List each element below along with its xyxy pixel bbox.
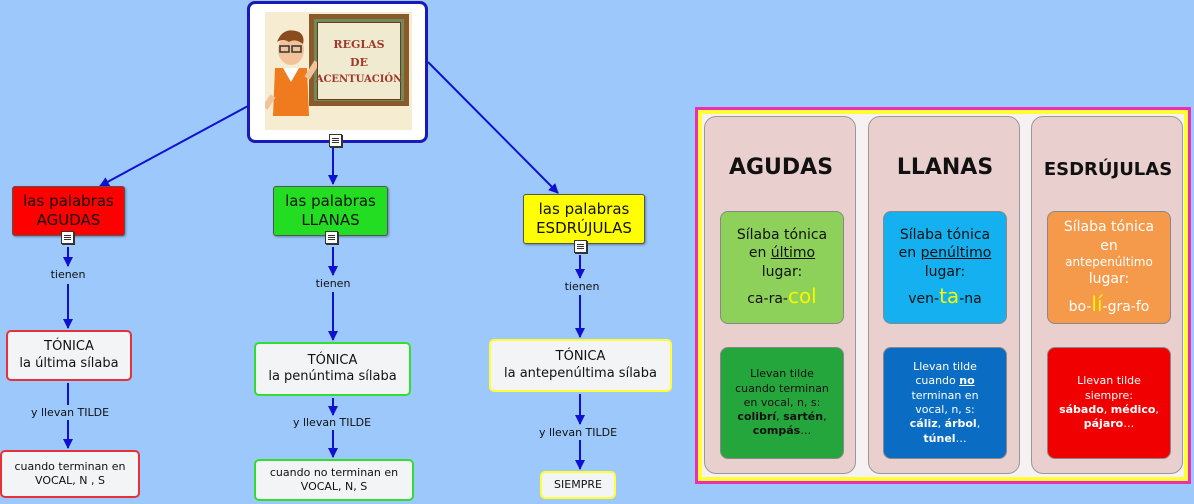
tonica-card: Sílaba tónica en penúltimo lugar: ven-ta… [883,211,1007,324]
node-tonica-agudas[interactable]: TÓNICA la última sílaba [6,330,132,381]
column-title: ESDRÚJULAS [1032,159,1184,180]
link-root-esdrujulas [428,62,558,193]
resource-icon[interactable] [61,231,74,244]
tilde-card: Llevan tilde cuando no terminan en vocal… [883,347,1007,459]
link-root-agudas [100,106,248,186]
summary-panel: AGUDAS Sílaba tónica en último lugar: ca… [695,107,1191,484]
board-text: REGLAS DE ACENTUACIÓN [317,22,401,100]
node-cond-esdrujulas[interactable]: SIEMPRE [540,471,616,499]
link-label-tienen: tienen [565,280,600,293]
summary-column-esdrujulas: ESDRÚJULAS Sílaba tónica en antepenúltim… [1031,116,1183,474]
summary-column-llanas: LLANAS Sílaba tónica en penúltimo lugar:… [868,116,1020,474]
link-label-tienen: tienen [316,277,351,290]
resource-icon[interactable] [574,240,587,253]
tilde-card: Llevan tilde siempre: sábado, médico, pá… [1047,347,1171,459]
tilde-card: Llevan tilde cuando terminan en vocal, n… [720,347,844,459]
node-cond-agudas[interactable]: cuando terminan en VOCAL, N , S [0,450,140,498]
node-tonica-llanas[interactable]: TÓNICA la penúntima sílaba [254,342,411,396]
tonica-card: Sílaba tónica en último lugar: ca-ra-col [720,211,844,324]
resource-icon[interactable] [325,231,338,244]
root-node[interactable]: REGLAS DE ACENTUACIÓN [247,1,428,143]
node-agudas[interactable]: las palabras AGUDAS [12,186,125,236]
node-llanas[interactable]: las palabras LLANAS [273,186,388,236]
resource-icon[interactable] [329,134,342,147]
column-title: LLANAS [869,155,1021,180]
header-image: REGLAS DE ACENTUACIÓN [265,12,412,130]
board-line-3: ACENTUACIÓN [316,74,403,85]
link-label-llevan-tilde: y llevan TILDE [31,406,109,419]
board-line-2: DE [350,56,368,69]
node-tonica-esdrujulas[interactable]: TÓNICA la antepenúltima sílaba [489,339,672,392]
link-label-llevan-tilde: y llevan TILDE [539,426,617,439]
board-line-1: REGLAS [333,38,384,51]
node-esdrujulas[interactable]: las palabras ESDRÚJULAS [523,194,645,244]
summary-column-agudas: AGUDAS Sílaba tónica en último lugar: ca… [704,116,856,474]
node-cond-llanas[interactable]: cuando no terminan en VOCAL, N, S [254,459,414,501]
column-title: AGUDAS [705,155,857,180]
link-label-llevan-tilde: y llevan TILDE [293,416,371,429]
link-label-tienen: tienen [51,268,86,281]
tonica-card: Sílaba tónica en antepenúltimo lugar: bo… [1047,211,1171,324]
